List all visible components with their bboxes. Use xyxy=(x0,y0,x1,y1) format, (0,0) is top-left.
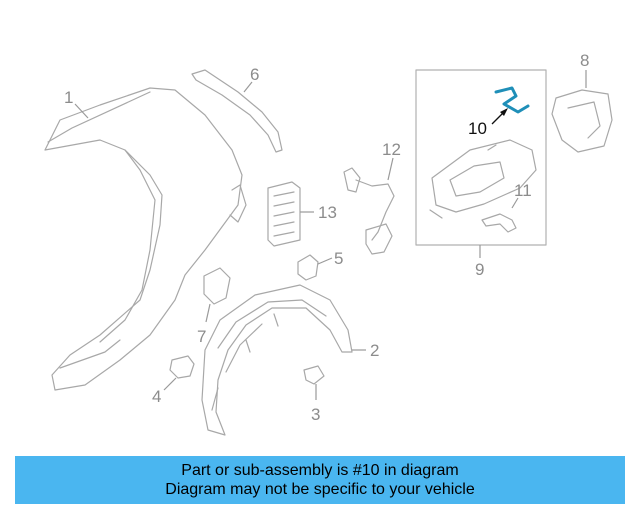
part-2-wheel-liner: 2 xyxy=(201,284,379,436)
part-7-bracket: 7 xyxy=(197,267,231,346)
part-6-trim-strip: 6 xyxy=(191,65,283,153)
part-8-fuel-door-lid: 8 xyxy=(551,51,613,153)
banner-line-1: Part or sub-assembly is #10 in diagram xyxy=(181,462,459,479)
part-11-lever: 11 xyxy=(481,181,532,233)
callout-3: 3 xyxy=(311,405,320,424)
callout-5: 5 xyxy=(334,249,343,268)
leader-1 xyxy=(74,103,89,119)
part-1-quarter-panel: 1 xyxy=(44,87,247,391)
part-13-vent: 13 xyxy=(267,181,337,247)
leader-10-arrowhead xyxy=(500,108,508,116)
callout-4: 4 xyxy=(152,387,161,406)
banner-line-2: Diagram may not be specific to your vehi… xyxy=(165,481,475,498)
callout-13: 13 xyxy=(318,203,337,222)
leader-6 xyxy=(243,81,253,93)
callout-10: 10 xyxy=(468,119,487,138)
leader-4 xyxy=(163,377,177,391)
callout-11: 11 xyxy=(514,181,532,200)
info-banner: Part or sub-assembly is #10 in diagram D… xyxy=(15,456,625,504)
callout-6: 6 xyxy=(250,65,259,84)
parts-diagram: 1 6 13 12 5 7 2 xyxy=(44,51,613,436)
part-12-release-cable: 12 xyxy=(343,140,401,255)
leader-5 xyxy=(317,257,333,265)
callout-9: 9 xyxy=(475,260,484,279)
callout-2: 2 xyxy=(370,341,379,360)
part-4-grommet: 4 xyxy=(152,355,195,406)
leader-7 xyxy=(205,303,211,323)
part-10-spring-highlighted: 10 xyxy=(468,86,530,138)
part-3-screw: 3 xyxy=(303,365,325,424)
part-5-clip: 5 xyxy=(297,249,343,281)
callout-7: 7 xyxy=(197,327,206,346)
leader-12 xyxy=(387,157,394,181)
callout-8: 8 xyxy=(580,51,589,70)
part-9-fuel-door-assembly: 9 xyxy=(415,69,547,279)
leader-11 xyxy=(511,197,519,209)
callout-1: 1 xyxy=(64,88,73,107)
callout-12: 12 xyxy=(382,140,401,159)
